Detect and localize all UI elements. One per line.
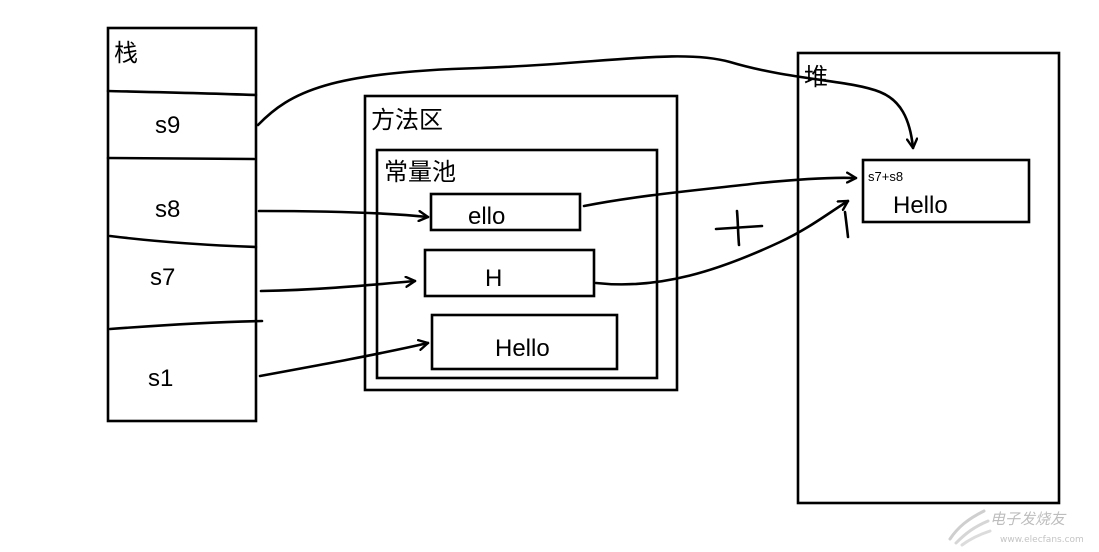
stack-divider	[108, 319, 264, 331]
method-area: 方法区 常量池 ello H Hello	[363, 94, 679, 392]
svg-text:ello: ello	[468, 203, 505, 230]
arrow-h-to-heap	[594, 199, 850, 286]
arrow-stroke-tail	[843, 210, 850, 239]
heap-object: s7+s8 Hello	[861, 158, 1031, 224]
svg-text:H: H	[485, 265, 502, 292]
svg-text:Hello: Hello	[495, 335, 550, 362]
constant-pool: 常量池 ello H Hello	[375, 148, 659, 380]
watermark: 电子发烧友 www.elecfans.com	[948, 509, 1084, 547]
stack-divider	[106, 89, 258, 97]
pool-entry-h: H	[423, 248, 596, 298]
stack-slot-s1: s1	[148, 365, 173, 392]
arrow-ello-to-heap	[582, 178, 858, 208]
watermark-text: 电子发烧友	[990, 510, 1067, 528]
watermark-logo-icon	[948, 509, 992, 547]
pool-entry-ello: ello	[429, 192, 582, 232]
constant-pool-title: 常量池	[384, 158, 456, 186]
arrow-s1-to-pool-hello	[258, 343, 430, 378]
stack-slot-s9: s9	[155, 112, 180, 139]
plus-operator	[714, 209, 764, 247]
stack-divider	[108, 234, 258, 249]
watermark-subtext: www.elecfans.com	[1000, 535, 1084, 545]
heap-object-caption: s7+s8	[868, 169, 903, 184]
arrow-s9-to-heap	[256, 55, 913, 150]
heap-object-value: Hello	[893, 192, 948, 219]
stack-frame: 栈 s9 s8 s7 s1	[106, 26, 264, 423]
method-area-title: 方法区	[371, 106, 443, 134]
arrow-s7-to-h	[259, 281, 417, 293]
pool-entry-hello: Hello	[430, 313, 619, 371]
stack-title: 栈	[114, 39, 138, 67]
arrow-s8-to-ello	[257, 209, 430, 217]
stack-slot-s7: s7	[150, 264, 175, 291]
heap-area: 堆 s7+s8 Hello	[796, 51, 1061, 505]
stack-divider	[106, 156, 256, 161]
stack-slot-s8: s8	[155, 196, 180, 223]
